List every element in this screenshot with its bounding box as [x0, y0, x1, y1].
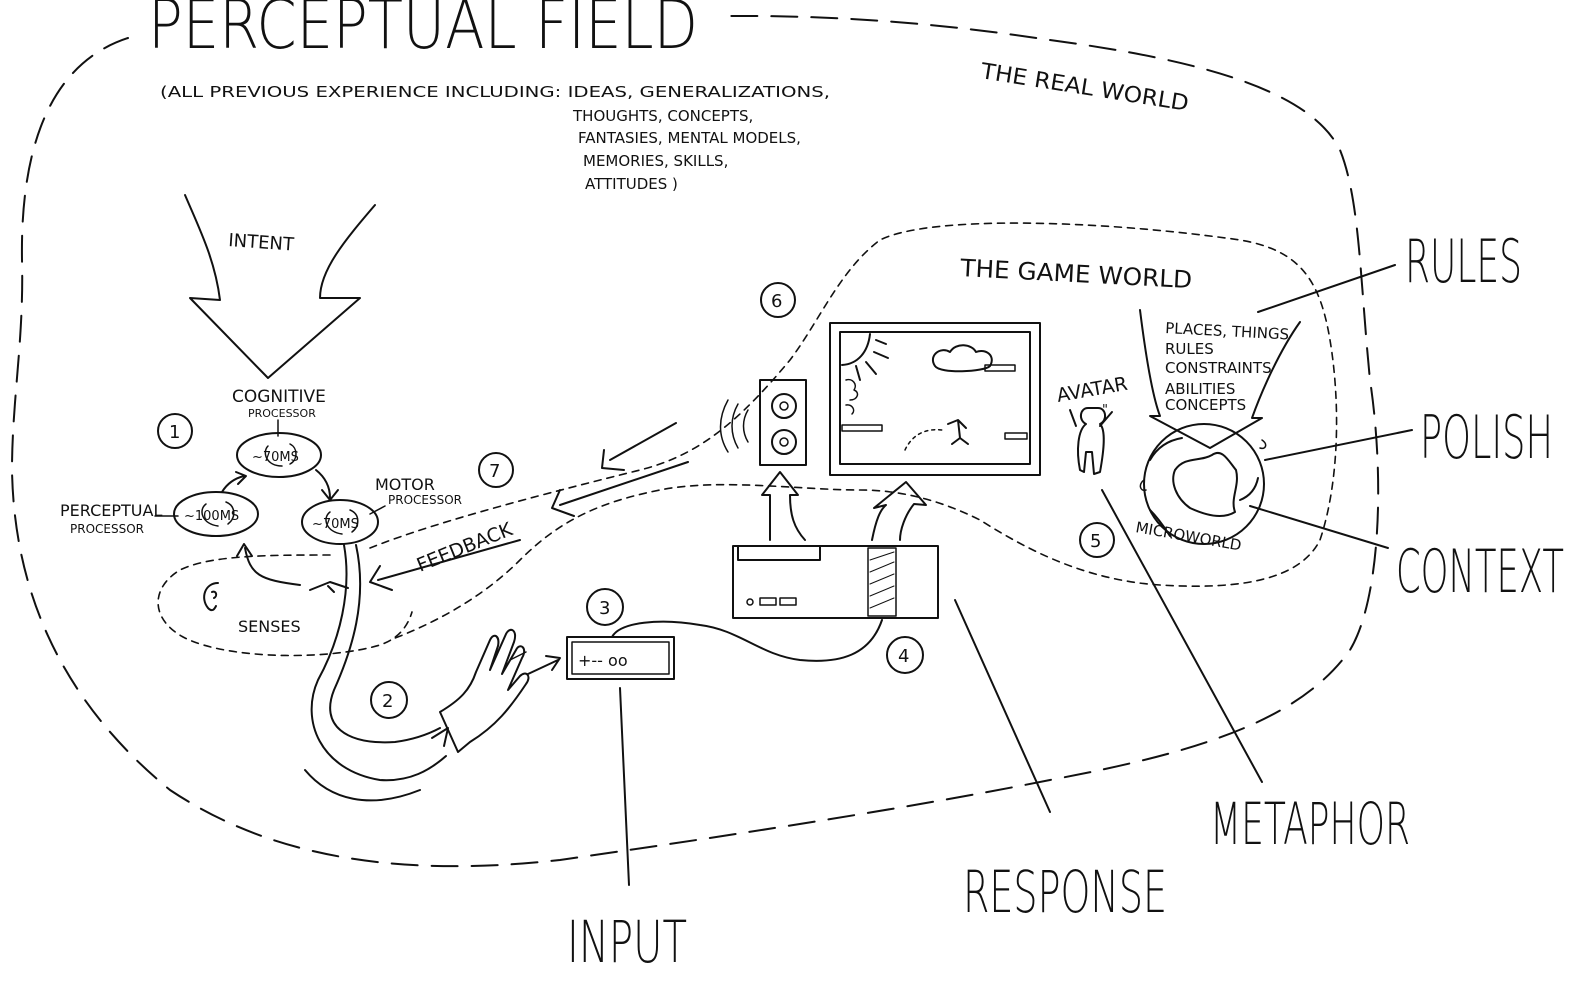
- microworld-globe-icon: [1143, 423, 1265, 545]
- game-world-label: THE GAME WORLD: [959, 254, 1193, 294]
- microworld-label: MICROWORLD: [1134, 518, 1243, 554]
- avatar-label: AVATAR: [1055, 373, 1129, 407]
- motor-time: ~70MS: [312, 517, 359, 532]
- metaphor-callout-line: [1101, 489, 1263, 783]
- svg-text:": ": [1102, 403, 1108, 418]
- game-list-line2: RULES: [1165, 340, 1214, 358]
- jump-trajectory: [904, 428, 943, 451]
- console-to-screen-arrow: [871, 481, 927, 541]
- perceptual-field-boundary: [11, 14, 1380, 868]
- step-2-circle: [370, 681, 408, 719]
- step-3-circle: [586, 588, 624, 626]
- response-callout-line: [954, 599, 1051, 813]
- cognitive-label-1: COGNITIVE: [232, 387, 326, 407]
- step-5-circle: [1079, 522, 1115, 558]
- input-callout: INPUT: [567, 908, 687, 976]
- cognitive-to-motor-arrow: [315, 469, 339, 501]
- game-world-boundary: [369, 222, 1338, 641]
- cognitive-time: ~70MS: [252, 450, 299, 465]
- intent-arrow: [184, 194, 376, 379]
- input-callout-line: [619, 687, 630, 886]
- perceptual-label-2: PROCESSOR: [70, 522, 144, 536]
- cognitive-processor-node: [236, 432, 322, 478]
- game-list-line3: CONSTRAINTS: [1165, 359, 1272, 377]
- step-5-number: 5: [1090, 531, 1101, 552]
- cloud-icon: [931, 344, 993, 373]
- feedback-arrow-upper: [601, 422, 677, 471]
- perceptual-label-1: PERCEPTUAL: [60, 501, 162, 520]
- game-character-icon: [947, 419, 969, 445]
- motor-label-2: PROCESSOR: [388, 493, 462, 507]
- controller-cable: [611, 619, 883, 662]
- controller-icon: [566, 636, 675, 680]
- metaphor-callout: METAPHOR: [1210, 790, 1410, 858]
- feedback-arrow-lower: [369, 539, 521, 591]
- ear-icon: [203, 582, 219, 612]
- motor-label-1: MOTOR: [375, 475, 435, 494]
- experience-note-line1: (ALL PREVIOUS EXPERIENCE INCLUDING: IDEA…: [160, 83, 830, 101]
- step-3-number: 3: [599, 598, 610, 619]
- tv-screen-icon: [829, 322, 1041, 476]
- step-1-circle: [157, 413, 193, 449]
- speaker-icon: [759, 379, 807, 466]
- game-world-to-microworld-arrow: [1139, 309, 1301, 449]
- page-title: PERCEPTUAL FIELD: [148, 0, 698, 65]
- perceptual-processor-node: [173, 491, 259, 537]
- experience-note-line3: FANTASIES, MENTAL MODELS,: [578, 129, 801, 147]
- feedback-arrow-middle: [551, 461, 689, 517]
- eye-icon: [309, 581, 349, 593]
- feedback-label: FEEDBACK: [414, 518, 516, 576]
- perceptual-time: ~100MS: [184, 509, 239, 524]
- motor-processor-node: [301, 499, 379, 545]
- experience-note-line5: ATTITUDES ): [585, 175, 678, 193]
- rules-callout-line: [1257, 264, 1396, 313]
- game-list-line4: ABILITIES: [1165, 380, 1235, 398]
- context-callout-line: [1249, 505, 1389, 549]
- intent-label: INTENT: [228, 230, 296, 256]
- step-1-number: 1: [169, 422, 180, 443]
- step-7-circle: [478, 452, 514, 488]
- avatar-icon: [1069, 407, 1113, 475]
- perceptual-to-cognitive-arrow: [221, 471, 247, 493]
- step-4-circle: [886, 636, 924, 674]
- step-6-circle: [760, 282, 796, 318]
- step-7-number: 7: [489, 461, 500, 482]
- senses-to-perceptual-arrow: [236, 543, 301, 586]
- polish-callout-line: [1264, 429, 1413, 461]
- hand-to-controller-arrow: [527, 655, 561, 675]
- sound-waves-icon: [719, 399, 749, 453]
- experience-note-line2: THOUGHTS, CONCEPTS,: [572, 107, 753, 125]
- controller-buttons: +-- oo: [578, 651, 628, 670]
- game-list-line5: CONCEPTS: [1165, 396, 1246, 414]
- console-to-speaker-arrow: [761, 471, 806, 541]
- sun-icon: [841, 333, 889, 381]
- senses-boundary: [157, 554, 413, 657]
- hand-icon: [439, 628, 530, 753]
- step-4-number: 4: [898, 646, 909, 667]
- experience-note-line4: MEMORIES, SKILLS,: [583, 152, 728, 170]
- real-world-label: THE REAL WORLD: [978, 59, 1190, 117]
- motor-output-tube: [310, 544, 447, 782]
- step-2-number: 2: [382, 691, 393, 712]
- rules-callout: RULES: [1405, 227, 1522, 297]
- context-callout: CONTEXT: [1396, 537, 1564, 607]
- cognitive-label-2: PROCESSOR: [248, 407, 316, 420]
- senses-label: SENSES: [238, 617, 301, 636]
- response-callout: RESPONSE: [963, 858, 1167, 926]
- step-6-number: 6: [771, 291, 782, 312]
- console-icon: [732, 545, 939, 619]
- polish-callout: POLISH: [1420, 403, 1553, 473]
